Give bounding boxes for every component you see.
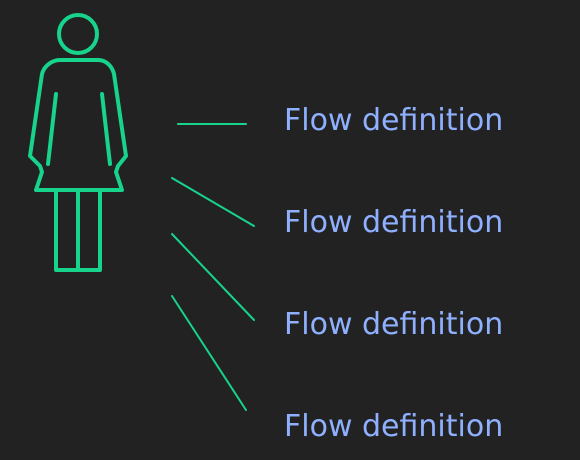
flow-label-1: Flow definition — [284, 103, 504, 138]
flow-label-3: Flow definition — [284, 307, 504, 342]
connector-lines — [171, 123, 255, 411]
connector-line-4 — [171, 295, 247, 411]
woman-person-icon — [28, 13, 128, 272]
flow-label-2: Flow definition — [284, 205, 504, 240]
connector-line-3 — [171, 233, 255, 321]
connector-line-2 — [171, 177, 255, 227]
flow-label-4: Flow definition — [284, 409, 504, 444]
